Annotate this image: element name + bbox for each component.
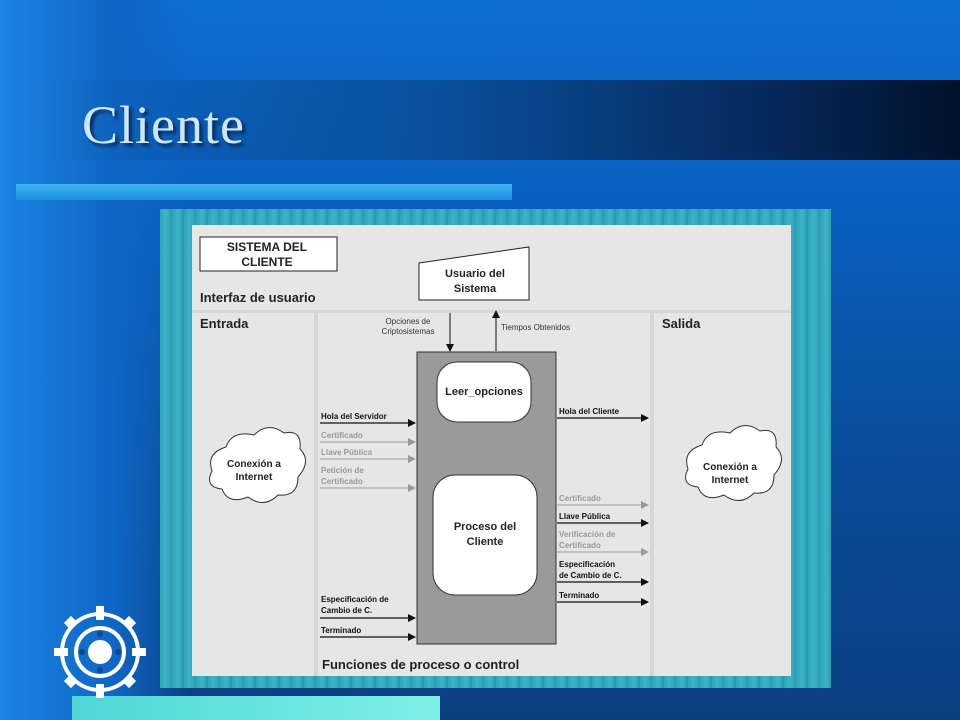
bottom-rule (72, 696, 440, 720)
conexion-right-line2: Internet (712, 475, 749, 486)
diagram-frame: SISTEMA DEL CLIENTE Usuario del Sistema … (160, 209, 831, 688)
conexion-left-line2: Internet (236, 472, 273, 483)
in-certificado-label: Certificado (321, 431, 363, 440)
client-system-diagram: SISTEMA DEL CLIENTE Usuario del Sistema … (192, 225, 791, 676)
slide-title: Cliente (82, 95, 245, 155)
entrada-label: Entrada (200, 316, 249, 331)
leer-opciones-box (436, 361, 532, 423)
in-llave-publica-label: Llave Pública (321, 448, 373, 457)
title-underline-rule (16, 184, 512, 200)
salida-label: Salida (662, 316, 701, 331)
proceso-cliente-box (432, 474, 538, 596)
in-hola-servidor-label: Hola del Servidor (321, 412, 387, 421)
out-hola-cliente-label: Hola del Cliente (559, 407, 620, 416)
opciones-line2: Criptosistemas (382, 327, 435, 336)
sistema-line2: CLIENTE (241, 255, 292, 269)
institution-logo (54, 606, 146, 698)
out-verificacion-line2: Certificado (559, 541, 601, 550)
conexion-left-line1: Conexión a (227, 459, 281, 470)
opciones-line1: Opciones de (386, 317, 431, 326)
out-especificacion-line1: Especificación (559, 560, 615, 569)
out-llave-publica-label: Llave Pública (559, 512, 611, 521)
in-especificacion-line2: Cambio de C. (321, 606, 372, 615)
in-terminado-label: Terminado (321, 626, 361, 635)
out-certificado-label: Certificado (559, 494, 601, 503)
in-especificacion-line1: Especificación de (321, 595, 389, 604)
proceso-line2: Cliente (467, 536, 504, 548)
conexion-cloud-left (209, 427, 306, 503)
in-peticion-line2: Certificado (321, 477, 363, 486)
tiempos-label: Tiempos Obtenidos (501, 323, 570, 332)
funciones-label: Funciones de proceso o control (322, 657, 519, 672)
usuario-line2: Sistema (454, 283, 497, 295)
out-verificacion-line1: Verificación de (559, 530, 616, 539)
usuario-line1: Usuario del (445, 268, 505, 280)
in-peticion-line1: Petición de (321, 466, 364, 475)
title-bar (40, 80, 960, 160)
sistema-del-cliente-box (199, 236, 338, 272)
leer-opciones-label: Leer_opciones (445, 386, 523, 398)
out-terminado-label: Terminado (559, 591, 599, 600)
proceso-line1: Proceso del (454, 521, 516, 533)
sistema-line1: SISTEMA DEL (227, 240, 307, 254)
out-especificacion-line2: de Cambio de C. (559, 571, 622, 580)
interfaz-label: Interfaz de usuario (200, 290, 316, 305)
usuario-del-sistema-box (418, 246, 530, 301)
conexion-cloud-right (685, 425, 782, 501)
conexion-right-line1: Conexión a (703, 462, 757, 473)
